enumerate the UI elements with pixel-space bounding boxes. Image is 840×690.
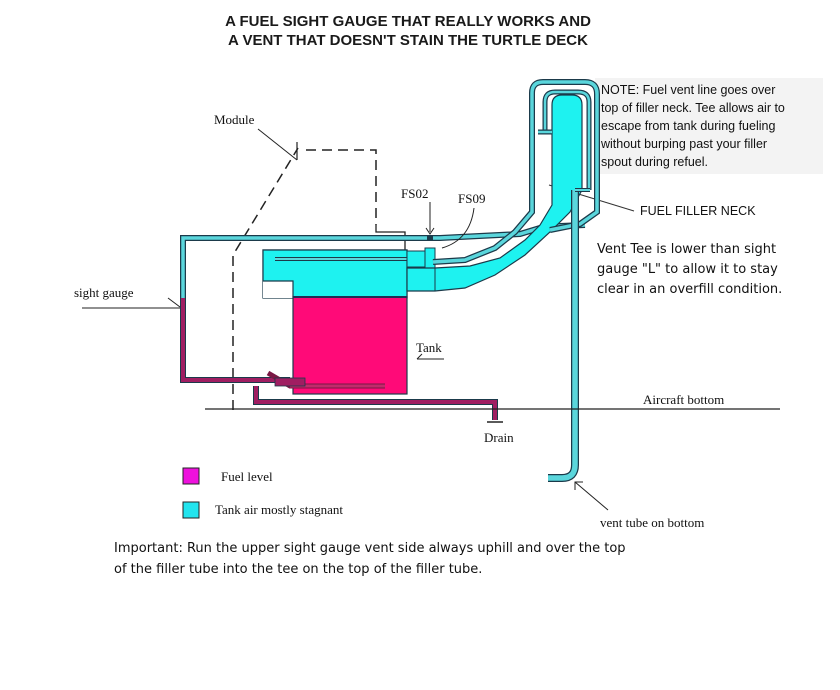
module-outline [232, 147, 377, 410]
drain-label: Drain [484, 430, 514, 445]
note-line: NOTE: Fuel vent line goes over [601, 83, 775, 97]
note-line: escape from tank during fueling [601, 119, 775, 133]
drain-line [253, 386, 498, 420]
module-leader-line [257, 128, 298, 161]
fs02-marker [427, 236, 433, 241]
important-note: Important: Run the upper sight gauge ven… [114, 541, 626, 577]
legend-label-fuel: Fuel level [221, 469, 273, 484]
note-text: NOTE: Fuel vent line goes over top of fi… [600, 83, 785, 169]
fs02-label: FS02 [401, 186, 428, 201]
important-line: of the filler tube into the tee on the t… [114, 562, 482, 577]
legend-swatch-air [182, 501, 200, 519]
title-line-2: A VENT THAT DOESN'T STAIN THE TURTLE DEC… [228, 32, 588, 49]
vent-tube-arrow [574, 481, 609, 511]
legend: Fuel level Tank air mostly stagnant [182, 467, 343, 519]
vent-tube-label: vent tube on bottom [600, 515, 704, 530]
vent-tube-to-bottom [548, 188, 590, 482]
vent-tee-line: Vent Tee is lower than sight [597, 242, 776, 257]
aircraft-bottom-label: Aircraft bottom [643, 392, 724, 407]
fs09-leader [441, 207, 475, 249]
vent-tee-line: clear in an overfill condition. [597, 282, 782, 297]
title-line-1: A FUEL SIGHT GAUGE THAT REALLY WORKS AND [225, 13, 591, 30]
vent-line-over-filler [432, 79, 600, 265]
note-line: without burping past your filler [600, 137, 767, 151]
fs09-label: FS09 [458, 191, 485, 206]
legend-swatch-fuel [182, 467, 200, 485]
note-line: spout during refuel. [601, 155, 708, 169]
note-background [595, 78, 823, 174]
sight-gauge-label: sight gauge [74, 285, 134, 300]
note-line: top of filler neck. Tee allows air to [601, 101, 785, 115]
important-line: Important: Run the upper sight gauge ven… [114, 541, 626, 556]
fuel-filler-neck-label: FUEL FILLER NECK [640, 204, 756, 218]
tank-label: Tank [416, 340, 442, 355]
vent-tee-line: gauge "L" to allow it to stay [597, 262, 778, 277]
module-edge [375, 225, 406, 260]
module-label: Module [214, 112, 255, 127]
legend-label-air: Tank air mostly stagnant [215, 502, 343, 517]
sight-gauge-tube [180, 298, 290, 383]
fuel-pickup-tube [266, 370, 385, 389]
tank-fuel-region [292, 296, 408, 395]
vent-tee-note: Vent Tee is lower than sight gauge "L" t… [597, 242, 782, 297]
